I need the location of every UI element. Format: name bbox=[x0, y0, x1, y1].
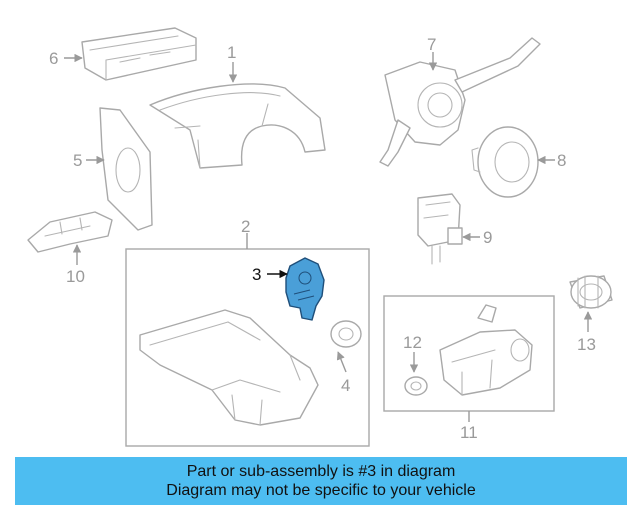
callout-7: 7 bbox=[427, 35, 436, 54]
callout-5: 5 bbox=[73, 151, 82, 170]
callout-3: 3 bbox=[252, 265, 261, 284]
callout-6: 6 bbox=[49, 49, 58, 68]
callout-8: 8 bbox=[557, 151, 566, 170]
callout-13: 13 bbox=[577, 335, 596, 354]
part-8-clock-spring bbox=[471, 126, 539, 198]
part-7-combination-switch bbox=[379, 37, 541, 167]
part-9-switch bbox=[417, 193, 463, 265]
part-4-ring bbox=[330, 320, 362, 348]
callout-1: 1 bbox=[227, 43, 236, 62]
callout-9: 9 bbox=[483, 228, 492, 247]
part-2-lower-cover bbox=[139, 309, 319, 426]
callout-10: 10 bbox=[66, 267, 85, 286]
part-1-upper-cover bbox=[149, 83, 326, 169]
callout-2: 2 bbox=[241, 217, 250, 236]
banner-line-2: Diagram may not be specific to your vehi… bbox=[166, 482, 476, 499]
part-5-side-bracket bbox=[99, 107, 153, 231]
callout-4: 4 bbox=[341, 376, 350, 395]
callout-12: 12 bbox=[403, 333, 422, 352]
part-10-lower-bracket bbox=[27, 211, 113, 253]
part-11-ignition-housing bbox=[439, 304, 533, 396]
info-banner: Part or sub-assembly is #3 in diagram Di… bbox=[15, 457, 627, 505]
part-3-highlighted bbox=[285, 257, 325, 321]
leader-4 bbox=[336, 351, 347, 373]
banner-line-1: Part or sub-assembly is #3 in diagram bbox=[186, 463, 456, 480]
part-12-washer bbox=[404, 376, 428, 396]
part-6-bracket bbox=[81, 27, 197, 81]
callout-11: 11 bbox=[460, 423, 478, 442]
part-13-cylinder bbox=[569, 275, 613, 309]
